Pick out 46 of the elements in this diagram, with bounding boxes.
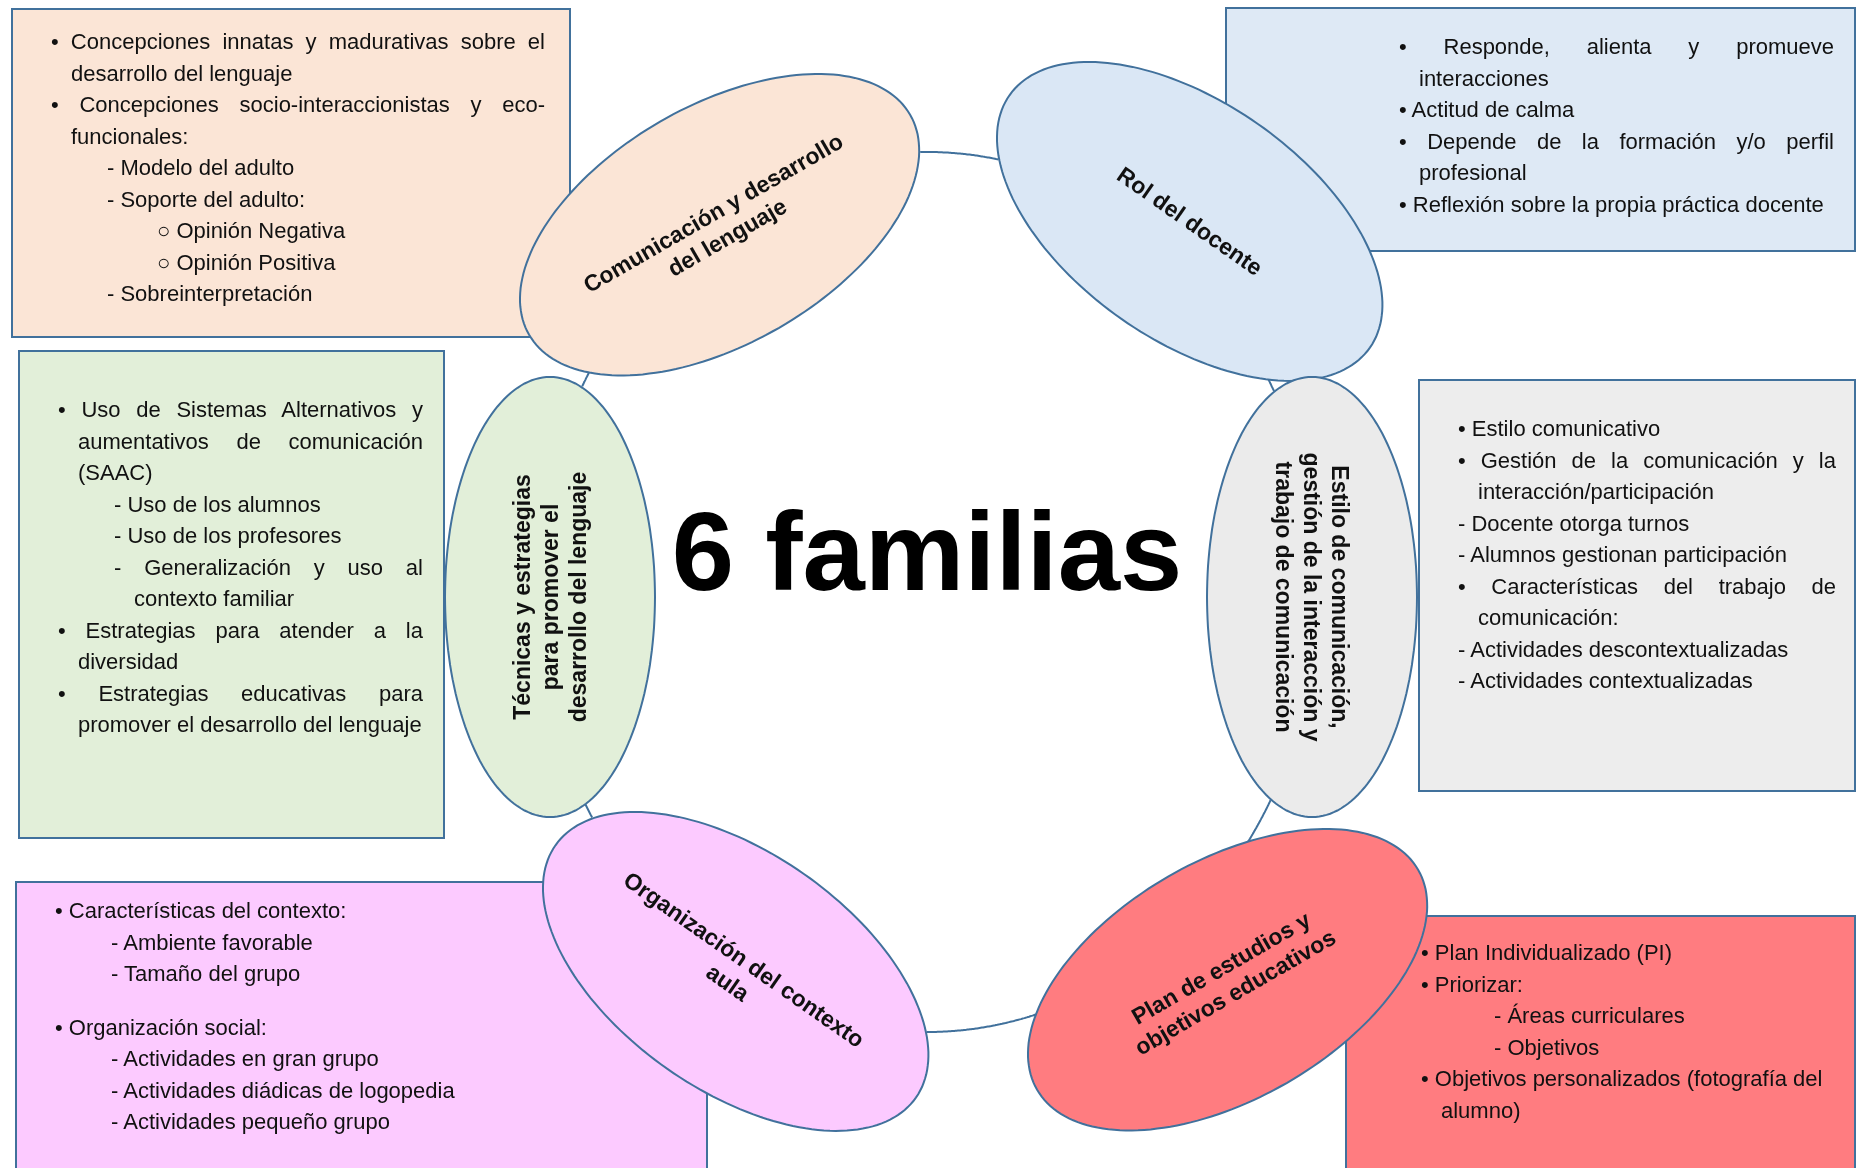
connector-line	[1247, 799, 1272, 843]
connector-line	[581, 371, 590, 388]
bullet-item: - Soporte del adulto:	[106, 185, 307, 214]
bullet-item: • Depende de la formación y/o perfil profesional	[1398, 127, 1834, 187]
bullet-item: - Docente otorga turnos	[1457, 509, 1691, 538]
bullet-item: - Actividades pequeño grupo	[110, 1108, 391, 1136]
connector-line	[919, 151, 1000, 161]
bullet-item: • Responde, alienta y promueve interacciones	[1398, 33, 1834, 93]
bullet-item: • Reflexión sobre la propia práctica docente	[1398, 190, 1825, 219]
bullet-item: - Objetivos	[1493, 1033, 1601, 1062]
bullet-item: - Uso de los alumnos	[113, 490, 322, 519]
bullet-item: - Ambiente favorable	[110, 928, 314, 957]
bullet-item: • Estrategias para atender a la diversidad	[57, 616, 423, 676]
bullet-item: • Uso de Sistemas Alternativos y aumentativos de comunicación (SAAC)	[57, 396, 423, 487]
bullet-item: • Estilo comunicativo	[1457, 415, 1662, 443]
bullet-item: • Actitud de calma	[1398, 96, 1576, 124]
bullet-item: • Concepciones innatas y madurativas sobre el desarrollo del lenguaje	[50, 28, 545, 88]
text-panel	[18, 350, 445, 839]
text-panel	[11, 8, 571, 338]
bullet-item: • Concepciones socio-interaccionistas y eco-funcionales:	[50, 91, 545, 151]
bullet-item: - Alumnos gestionan participación	[1457, 541, 1788, 569]
bullet-item: ○ Opinión Positiva	[156, 248, 337, 277]
bullet-item: • Características del trabajo de comunicación:	[1457, 572, 1836, 632]
bullet-item: ○ Opinión Negativa	[156, 217, 347, 245]
bullet-item: - Sobreinterpretación	[106, 280, 314, 308]
bullet-item: • Objetivos personalizados (fotografía del alumno)	[1420, 1065, 1824, 1125]
bullet-item: - Actividades contextualizadas	[1457, 667, 1754, 695]
title: 6 familias	[671, 490, 1183, 614]
bullet-item: - Modelo del adulto	[106, 154, 296, 182]
bullet-item: - Generalización y uso al contexto familiar	[113, 553, 423, 613]
bullet-item: - Áreas curriculares	[1493, 1002, 1686, 1030]
topic-label: Técnicas y estrategias para promover el desarrollo del lenguaje	[508, 470, 592, 725]
text-panel	[1418, 379, 1856, 792]
bullet-item: - Actividades en gran grupo	[110, 1045, 380, 1073]
bullet-item: - Uso de los profesores	[113, 522, 343, 550]
text-panel	[1345, 915, 1856, 1168]
bullet-item: - Actividades diádicas de logopedia	[110, 1076, 456, 1105]
topic-label: Estilo de comunicación, gestión de la interacción y trabajo de comunicación	[1270, 451, 1354, 744]
bullet-item: • Priorizar:	[1420, 970, 1524, 999]
bullet-item: • Gestión de la comunicación y la interacción/participación	[1457, 446, 1836, 506]
bullet-item: • Estrategias educativas para promover el desarrollo del lenguaje	[57, 679, 423, 739]
connector-line	[584, 803, 594, 819]
bullet-item: - Tamaño del grupo	[110, 960, 302, 988]
bullet-item: • Organización social:	[54, 1013, 268, 1042]
bullet-item: • Plan Individualizado (PI)	[1420, 939, 1674, 967]
bullet-item: - Actividades descontextualizadas	[1457, 635, 1790, 664]
